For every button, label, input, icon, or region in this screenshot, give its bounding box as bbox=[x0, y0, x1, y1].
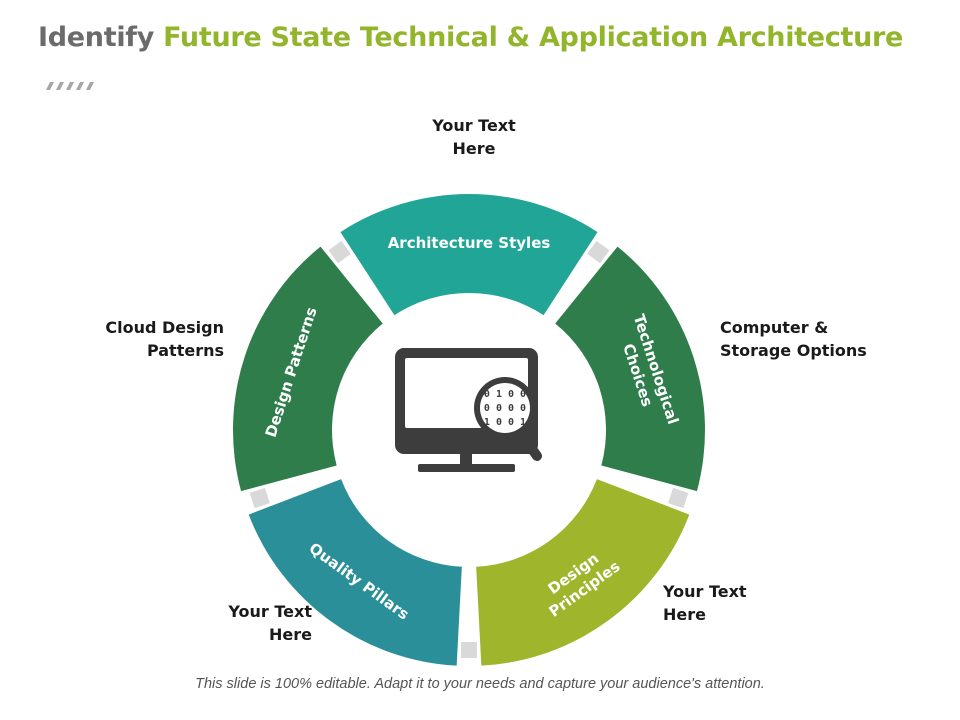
callout-top: Your Text Here bbox=[432, 116, 516, 158]
callout-bottom-left: Your Text Here bbox=[228, 602, 312, 644]
slide-title: Identify Future State Technical & Applic… bbox=[38, 22, 903, 53]
segment-connector-2 bbox=[668, 487, 689, 509]
segment-connector-3 bbox=[461, 642, 477, 658]
footer-note: This slide is 100% editable. Adapt it to… bbox=[195, 676, 765, 692]
wheel-segment-5 bbox=[233, 246, 383, 492]
segment-label-line: Architecture Styles bbox=[388, 234, 551, 252]
segment-connectors bbox=[249, 240, 689, 658]
binary-row-3: 1 0 0 1 bbox=[484, 417, 526, 428]
callout-left: Cloud Design Patterns bbox=[105, 318, 224, 360]
wheel-segments bbox=[233, 194, 705, 666]
wheel-segment-4 bbox=[248, 479, 462, 666]
title-part-1: Identify bbox=[38, 22, 155, 53]
wheel-segment-3 bbox=[476, 479, 690, 666]
segment-label-1: Architecture Styles bbox=[388, 234, 551, 252]
segment-connector-1 bbox=[587, 240, 610, 264]
wheel-segment-1 bbox=[340, 194, 598, 316]
binary-row-2: 0 0 0 0 bbox=[484, 403, 526, 414]
title-part-2: Future State Technical & Application Arc… bbox=[163, 22, 904, 53]
wheel-segment-2 bbox=[555, 246, 705, 492]
callout-bottom-right: Your Text Here bbox=[663, 582, 747, 624]
callout-right: Computer & Storage Options bbox=[720, 318, 867, 360]
monitor-magnifier-icon: 0 1 0 0 0 0 0 0 1 0 0 1 bbox=[395, 348, 542, 472]
decorative-stripes bbox=[46, 82, 94, 90]
binary-row-1: 0 1 0 0 bbox=[484, 389, 526, 400]
segment-connector-5 bbox=[328, 240, 351, 264]
segment-connector-4 bbox=[249, 487, 270, 509]
